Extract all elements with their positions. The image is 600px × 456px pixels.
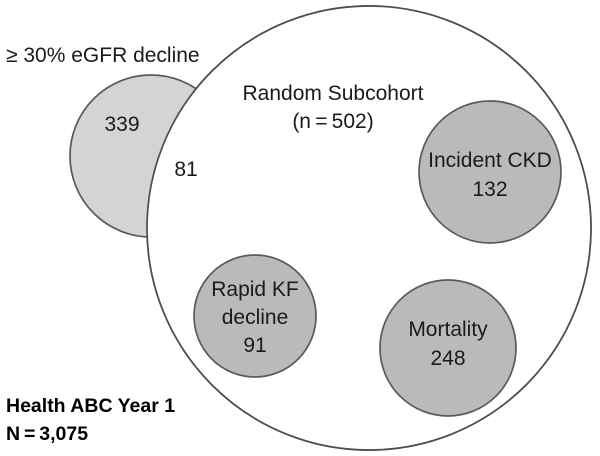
mortality-circle <box>379 279 517 417</box>
egfr-decline-label: ≥ 30% eGFR decline <box>6 44 200 67</box>
egfr-outside-count: 339 <box>104 113 139 136</box>
incident-ckd-circle <box>418 100 562 244</box>
rapid-kf-decline-label-line1: Rapid KF <box>211 278 299 301</box>
mortality-count: 248 <box>430 347 465 370</box>
random-subcohort-n: (n = 502) <box>292 110 373 133</box>
random-subcohort-label: Random Subcohort <box>243 82 424 105</box>
mortality-label: Mortality <box>408 318 488 341</box>
egfr-subcohort-overlap-count: 81 <box>174 158 197 181</box>
rapid-kf-decline-label-line2: decline <box>222 306 289 329</box>
incident-ckd-count: 132 <box>472 178 507 201</box>
cohort-caption-line1: Health ABC Year 1 <box>6 395 175 417</box>
rapid-kf-decline-circle <box>193 254 317 378</box>
incident-ckd-label: Incident CKD <box>428 149 552 172</box>
cohort-caption-line2: N = 3,075 <box>6 423 88 445</box>
rapid-kf-decline-count: 91 <box>243 334 266 357</box>
